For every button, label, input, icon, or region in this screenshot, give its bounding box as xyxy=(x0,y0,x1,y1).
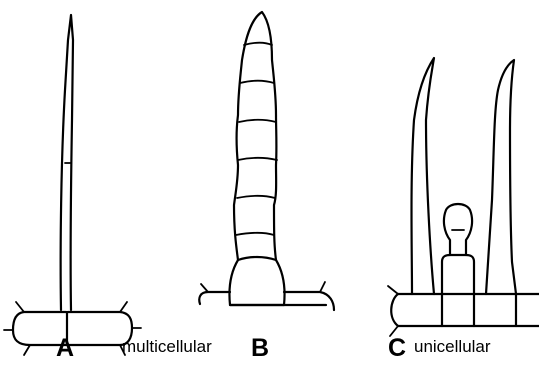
hair-b xyxy=(199,12,334,310)
label-c: C xyxy=(388,334,406,363)
caption-multicellular: multicellular xyxy=(122,337,212,357)
label-a: A xyxy=(56,334,74,363)
hair-b-basal-cell xyxy=(229,257,284,305)
hair-c-left-hair xyxy=(412,58,435,294)
hair-b-epidermis xyxy=(199,282,334,310)
label-b: B xyxy=(251,334,269,363)
hair-b-cross-walls xyxy=(236,43,277,235)
hair-c-glandular-hair xyxy=(442,204,474,294)
caption-unicellular: unicellular xyxy=(414,337,491,357)
hair-c xyxy=(388,58,539,336)
hair-c-right-hair xyxy=(486,60,516,294)
hair-a xyxy=(4,15,141,355)
hair-b-trichome xyxy=(234,12,276,260)
hair-c-epidermis xyxy=(388,286,539,336)
